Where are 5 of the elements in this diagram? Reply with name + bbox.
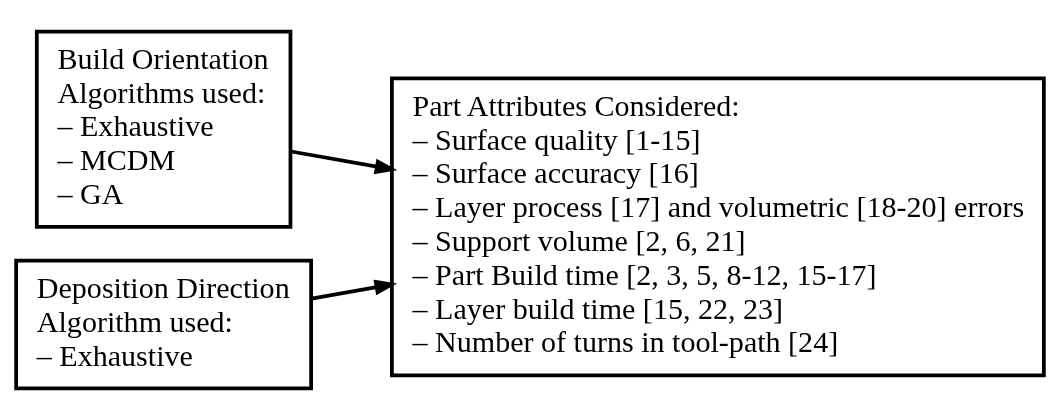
node-box: Build Orientation Algorithms used: – Exhaustive – MCDM – GA <box>34 29 293 229</box>
arrow <box>311 279 398 301</box>
node-box: Part Attributes Considered: – Surface quality [1-15] – Surface accuracy [16] – Layer process [17] and volumetric [18-20] errors – Support volume [2, 6, 21] – Part Build time [2, 3, 5, 8-12, 15-17] – Layer build time [15, 22, 23] – Number of turns in tool-path [24] <box>390 76 1046 378</box>
arrow <box>290 149 398 175</box>
node-box: Deposition Direction Algorithm used: – Exhaustive <box>14 258 313 391</box>
